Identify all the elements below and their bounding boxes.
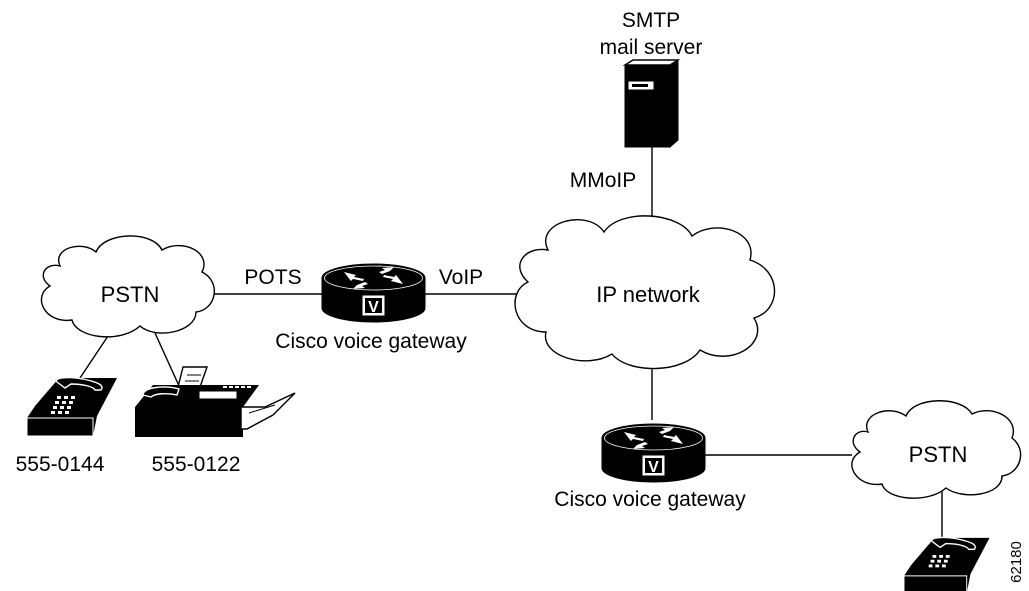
mail-server-icon xyxy=(622,59,681,149)
router-badge: V xyxy=(648,459,659,476)
pstn-right-label: PSTN xyxy=(909,442,968,467)
connection-lines xyxy=(71,146,943,545)
pstn-left-label: PSTN xyxy=(101,282,160,307)
telephone-icon xyxy=(26,376,117,437)
fax-machine-icon xyxy=(135,366,296,437)
cloud-icon xyxy=(851,400,1022,499)
server-title-line1: SMTP xyxy=(622,9,680,32)
ip-network-cloud: IP network xyxy=(514,215,776,370)
server-title-line2: mail server xyxy=(600,36,703,59)
gateway-label-top: Cisco voice gateway xyxy=(275,330,467,353)
pstn-cloud-left: PSTN xyxy=(40,235,216,338)
gateway-label-bottom: Cisco voice gateway xyxy=(554,488,746,511)
link-pstn-fax xyxy=(154,332,181,389)
fax-number-label: 555-0122 xyxy=(152,453,241,476)
cloud-icon xyxy=(40,235,216,338)
router-badge: V xyxy=(368,299,379,316)
phone-number-label: 555-0144 xyxy=(16,453,105,476)
router-icon: V xyxy=(601,423,706,483)
telephone-icon xyxy=(903,536,990,591)
cloud-icon xyxy=(514,215,776,370)
mmoip-label: MMoIP xyxy=(570,169,637,192)
figure-id-label: 62180 xyxy=(1008,541,1025,583)
pots-label: POTS xyxy=(244,266,301,289)
router-icon: V xyxy=(321,263,426,323)
pstn-cloud-right: PSTN xyxy=(851,400,1022,499)
voip-label: VoIP xyxy=(439,266,483,289)
ip-network-label: IP network xyxy=(596,282,701,307)
